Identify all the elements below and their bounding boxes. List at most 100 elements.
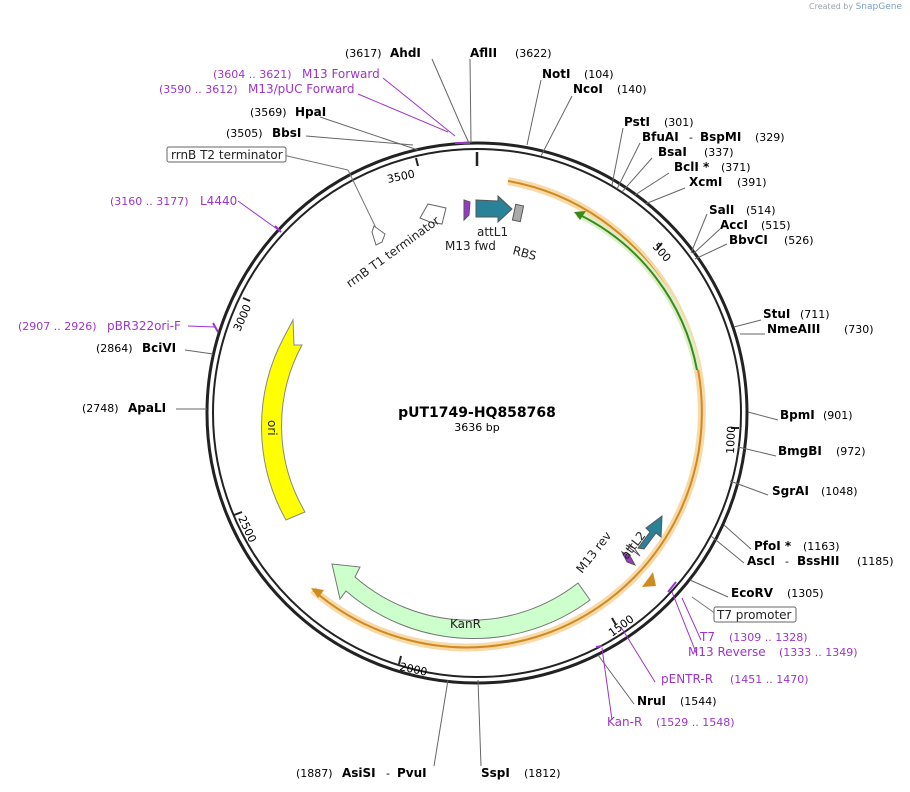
site-bcivi: BciVI: [142, 341, 176, 355]
primer-pentr-r: pENTR-R: [661, 672, 713, 686]
attl1-label: attL1: [477, 225, 508, 239]
orange-feature-arc-line: [312, 180, 703, 649]
primer-l4440: L4440: [200, 194, 237, 208]
site-bcli: BclI *: [674, 160, 710, 174]
m13-rev-label: M13 rev: [573, 529, 614, 576]
primer-pbr322ori-f: pBR322ori-F: [107, 319, 181, 333]
site-sspi: SspI: [481, 766, 510, 780]
primer-t7: T7: [699, 630, 715, 644]
site-bpmi: BpmI: [780, 408, 815, 422]
site-sali: SalI: [709, 203, 734, 217]
site-acci-pos: (515): [761, 219, 791, 232]
rrnb-t2-box: [166, 146, 287, 163]
rbs-label: RBS: [511, 243, 538, 263]
site-sgrai: SgrAI: [772, 484, 809, 498]
site-sspi-pos: (1812): [524, 767, 561, 780]
rrnb-t2-leader-2: [347, 169, 377, 229]
site-bcli-pos: (371): [721, 161, 751, 174]
site-apali-pos: (2748): [82, 402, 119, 415]
site-stui: StuI: [763, 307, 790, 321]
site-bfuai-sep: -: [689, 131, 693, 144]
backbone-outer-ring: [205, 141, 749, 685]
site-pfoi: PfoI *: [754, 539, 792, 553]
site-bmgbi: BmgBI: [778, 444, 822, 458]
site-asisi-sep: -: [386, 767, 390, 780]
primer-m13-reverse-range: (1333 .. 1349): [779, 646, 858, 659]
site-bbvci-pos: (526): [784, 234, 814, 247]
site-leaders: [176, 58, 779, 767]
site-hpai-pos: (3569): [250, 106, 287, 119]
site-hpai: HpaI: [295, 105, 326, 119]
backbone-inner-ring: [212, 148, 742, 678]
primer-l4440-range: (3160 .. 3177): [110, 195, 189, 208]
site-bspmi: BspMI: [700, 130, 741, 144]
site-stui-pos: (711): [800, 308, 830, 321]
green-gene-arc-line: [577, 213, 698, 371]
site-ecorv: EcoRV: [731, 586, 774, 600]
site-ahdi: AhdI: [390, 46, 421, 60]
rrnb-t1-label: rrnB T1 terminator: [344, 213, 443, 290]
site-pfoi-pos: (1163): [803, 540, 840, 553]
primer-kan-r: Kan-R: [607, 715, 642, 729]
site-noti: NotI: [542, 67, 571, 81]
ori-label: ori: [265, 420, 279, 436]
orange-arrowhead-bottom: [311, 588, 324, 598]
rrnb-t2-arrow: [371, 225, 386, 246]
rbs-marker: [511, 203, 525, 223]
plasmid-name: pUT1749-HQ858768: [398, 405, 556, 421]
m13-fwd-label: M13 fwd: [445, 239, 496, 253]
primer-m13-puc-forward-range: (3590 .. 3612): [159, 83, 238, 96]
site-asci-pos: (1185): [857, 555, 894, 568]
t7-promoter-label: T7 promoter: [716, 608, 792, 622]
site-ncoi: NcoI: [573, 82, 603, 96]
site-apali: ApaLI: [128, 401, 166, 415]
tick-500: 500: [650, 240, 674, 264]
ori-feature: [261, 318, 306, 521]
t7-promoter-box: [713, 606, 797, 623]
plasmid-size: 3636 bp: [454, 421, 499, 434]
site-aflii-pos: (3622): [515, 47, 552, 60]
m13-fwd-marker: [463, 199, 471, 222]
site-bcivi-pos: (2864): [96, 342, 133, 355]
site-xcmi-pos: (391): [737, 176, 767, 189]
primer-m13-puc-forward: M13/pUC Forward: [248, 82, 355, 96]
site-asci: AscI: [747, 554, 775, 568]
tick-3500: 3500: [386, 167, 416, 186]
rrnb-t1-arrow: [419, 203, 447, 225]
site-nmeaiii-pos: (730): [844, 323, 874, 336]
site-bsai: BsaI: [658, 145, 687, 159]
site-sali-pos: (514): [746, 204, 776, 217]
site-nrui-pos: (1544): [680, 695, 717, 708]
site-bbsi-pos: (3505): [226, 127, 263, 140]
tick-2000: 2000: [398, 660, 428, 679]
site-xcmi: XcmI: [689, 175, 722, 189]
site-sgrai-pos: (1048): [821, 485, 858, 498]
attl2-arrow: [637, 514, 663, 550]
tick-1000: 1000: [724, 426, 738, 454]
attl2-small-arrow: [625, 544, 641, 557]
green-arrowhead: [574, 211, 586, 220]
site-bsai-pos: (337): [704, 146, 734, 159]
primer-m13-reverse: M13 Reverse: [688, 645, 766, 659]
credit-prefix: Created by: [809, 2, 854, 11]
primer-leaders: [187, 77, 702, 721]
attl1-arrow: [475, 194, 513, 224]
site-bbvci: BbvCI: [729, 233, 768, 247]
snapgene-logo: SnapGene: [855, 2, 902, 12]
primer-m13-forward: M13 Forward: [302, 67, 380, 81]
tick-marks: [233, 157, 739, 665]
site-aflii: AflII: [470, 46, 497, 60]
site-nmeaiii: NmeAIII: [767, 322, 820, 336]
site-bbsi: BbsI: [272, 126, 301, 140]
site-psti: PstI: [624, 115, 650, 129]
kanr-label: KanR: [450, 617, 481, 631]
site-pvui: PvuI: [397, 766, 427, 780]
site-ecorv-pos: (1305): [787, 587, 824, 600]
primer-marks: [212, 142, 677, 648]
site-bpmi-pos: (901): [823, 409, 853, 422]
site-asci-sep: -: [785, 555, 789, 568]
orange-arrowhead-right: [642, 572, 656, 587]
site-ahdi-pos: (3617): [345, 47, 382, 60]
primer-m13-forward-range: (3604 .. 3621): [213, 68, 292, 81]
